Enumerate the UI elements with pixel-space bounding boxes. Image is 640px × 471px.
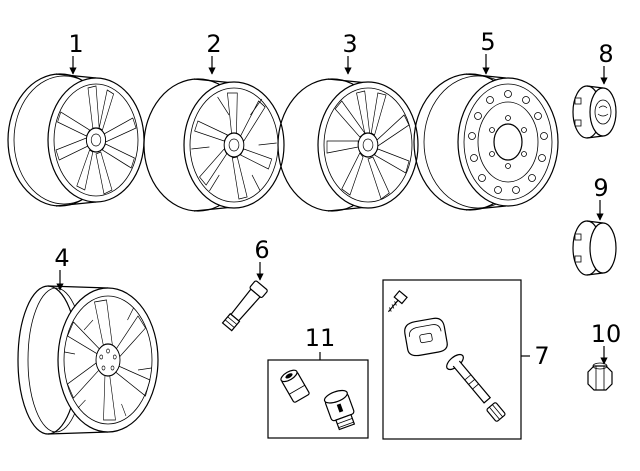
sensor-screw (387, 290, 408, 313)
callout-10: 10 (591, 320, 622, 348)
lug-nut-part-10: 10 (587, 320, 622, 391)
lug-holes (489, 115, 527, 169)
center-cap-part-8: 8 (572, 40, 617, 139)
vent-holes (468, 90, 548, 194)
wheel-part-1: 1 (7, 30, 145, 207)
callout-4: 4 (54, 244, 69, 272)
valve-cap (486, 402, 506, 422)
tpms-sensor-kit-part-7: 7 (382, 279, 550, 440)
callout-3: 3 (342, 30, 357, 58)
lug-nut-kit-part-11: 11 (267, 324, 369, 439)
lock-nut (280, 369, 310, 403)
callout-2: 2 (206, 30, 221, 58)
wheel-part-5: 5 (413, 28, 559, 211)
callout-1: 1 (68, 30, 83, 58)
wheel-part-3: 3 (277, 30, 419, 212)
oval-emblem (594, 99, 612, 125)
callout-9: 9 (593, 174, 608, 202)
valve-stem-part-6: 6 (221, 236, 270, 332)
callout-8: 8 (598, 40, 613, 68)
lock-key (323, 389, 356, 431)
kit-box (382, 279, 522, 440)
callout-5: 5 (480, 28, 495, 56)
valve-body (446, 353, 492, 404)
callout-11: 11 (305, 324, 336, 352)
pressure-sensor (404, 317, 448, 357)
wheel-part-4: 4 (17, 244, 159, 435)
wheel-part-2: 2 (143, 30, 285, 212)
center-cap-part-9: 9 (572, 174, 617, 276)
kit-box (267, 359, 369, 439)
callout-6: 6 (254, 236, 269, 264)
callout-7: 7 (534, 342, 549, 370)
